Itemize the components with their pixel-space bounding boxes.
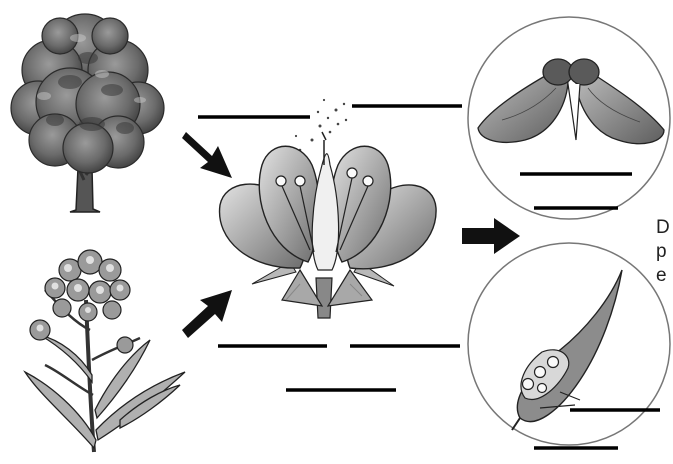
flowering-plant-icon bbox=[25, 250, 185, 452]
cut-off-caption-line: e bbox=[656, 264, 673, 288]
tree-icon bbox=[11, 14, 164, 212]
arrow-right-icon bbox=[182, 132, 232, 178]
maple-samara-icon bbox=[468, 17, 670, 219]
flower-cross-section-icon bbox=[220, 99, 437, 318]
seed-pod-icon bbox=[468, 243, 670, 445]
cut-off-caption: D p e bbox=[656, 216, 673, 288]
cut-off-caption-line: p bbox=[656, 240, 673, 264]
arrow-right-icon bbox=[462, 218, 520, 254]
arrow-right-icon bbox=[182, 290, 232, 338]
cut-off-caption-line: D bbox=[656, 216, 673, 240]
